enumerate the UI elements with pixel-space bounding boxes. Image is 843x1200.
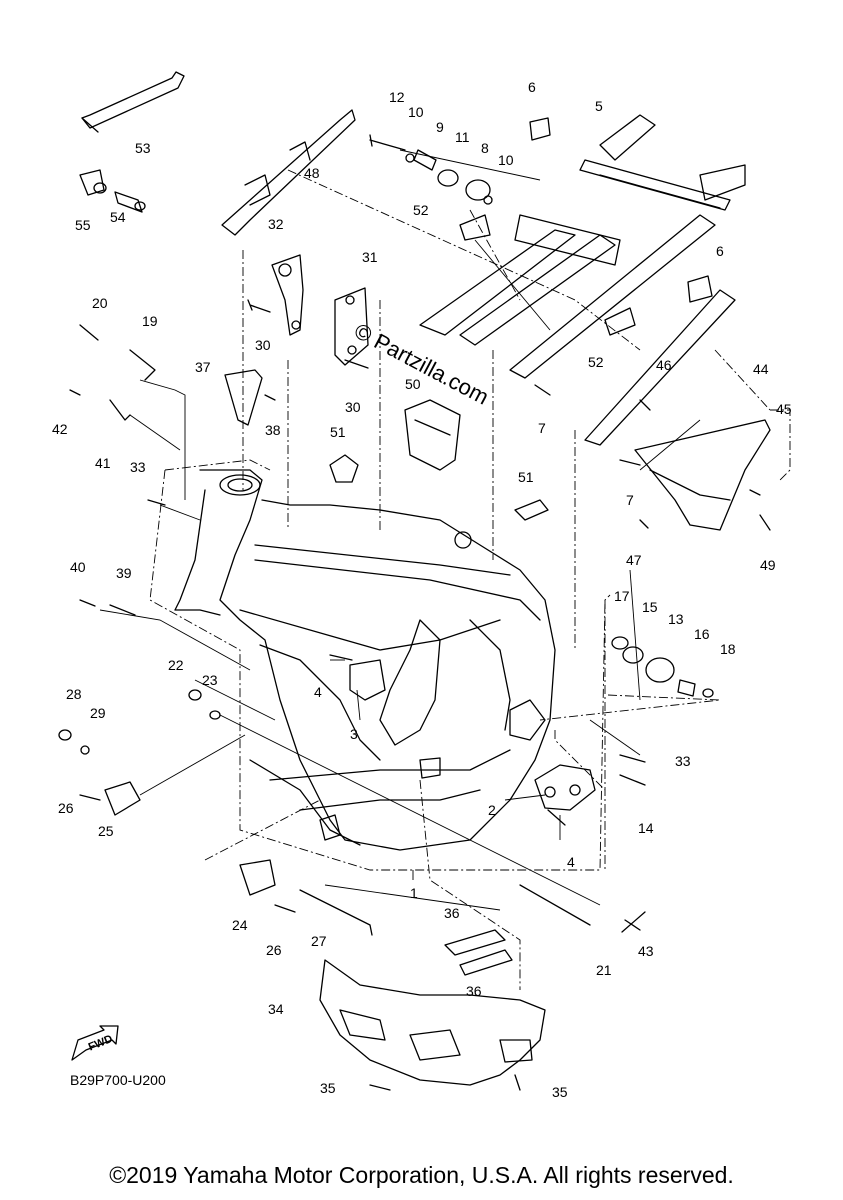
- callout: 19: [142, 313, 158, 329]
- callout: 40: [70, 559, 86, 575]
- callout: 28: [66, 686, 82, 702]
- callout: 35: [320, 1080, 336, 1096]
- callout: 14: [638, 820, 654, 836]
- callout: 38: [265, 422, 281, 438]
- copyright-notice: ©2019 Yamaha Motor Corporation, U.S.A. A…: [109, 1162, 734, 1188]
- callout: 24: [232, 917, 248, 933]
- part-51-clip: [329, 454, 549, 521]
- part-13-14-17-bushings: [611, 636, 714, 698]
- callout: 10: [498, 152, 514, 168]
- dashed-reference-lines: [149, 169, 791, 990]
- callout: 12: [389, 89, 405, 105]
- callout: 52: [413, 202, 429, 218]
- callout: 51: [518, 469, 534, 485]
- callout: 16: [694, 626, 710, 642]
- callout: 54: [110, 209, 126, 225]
- callout: 36: [466, 983, 482, 999]
- callout: 2: [488, 802, 496, 818]
- callout: 11: [455, 129, 470, 145]
- callout: 31: [362, 249, 378, 265]
- callout: 15: [642, 599, 658, 615]
- callout: 20: [92, 295, 108, 311]
- callout: 51: [330, 424, 346, 440]
- callout: 42: [52, 421, 68, 437]
- callout: 4: [314, 684, 322, 700]
- callout: 21: [596, 962, 612, 978]
- callout: 8: [481, 140, 489, 156]
- part-44-side-cover: [634, 419, 771, 531]
- callout: 9: [436, 119, 444, 135]
- part-53-tool: [81, 71, 185, 133]
- callout: 33: [675, 753, 691, 769]
- callout: 7: [538, 420, 546, 436]
- callout: 43: [638, 943, 654, 959]
- callout: 33: [130, 459, 146, 475]
- callout: 52: [588, 354, 604, 370]
- callout: 7: [626, 492, 634, 508]
- callout: 26: [266, 942, 282, 958]
- diagram-code: B29P700-U200: [70, 1072, 166, 1088]
- callout: 4: [567, 854, 575, 870]
- callout: 30: [345, 399, 361, 415]
- callout: 45: [776, 401, 792, 417]
- callout-labels: 12 10 9 11 8 10 6 5 6 53 48 55 54 52 32 …: [52, 79, 792, 1100]
- part-55-axle-pin: [79, 169, 107, 196]
- callout: 39: [116, 565, 132, 581]
- callout: 50: [405, 376, 421, 392]
- part-37-bracket: [224, 369, 263, 426]
- part-32-bracket: [271, 254, 304, 336]
- callout: 6: [528, 79, 536, 95]
- part-6-label: [529, 117, 713, 303]
- bolts: [58, 134, 771, 1091]
- callout: 37: [195, 359, 211, 375]
- leader-lines: [99, 149, 701, 911]
- callout: 26: [58, 800, 74, 816]
- part-34-skid-plate: [319, 959, 546, 1086]
- callout: 36: [444, 905, 460, 921]
- part-49-chain-guide: [221, 109, 356, 236]
- callout: 23: [202, 672, 218, 688]
- callout: 3: [350, 726, 358, 742]
- part-50-cover: [404, 399, 461, 471]
- callout: 5: [595, 98, 603, 114]
- main-frame: [174, 469, 556, 851]
- callout: 10: [408, 104, 424, 120]
- callout: 46: [656, 357, 672, 373]
- part-31-bracket: [334, 287, 369, 366]
- part-36-pads: [444, 929, 513, 976]
- callout: 48: [304, 165, 320, 181]
- callout: 25: [98, 823, 114, 839]
- callout: 55: [75, 217, 91, 233]
- callout: 22: [168, 657, 184, 673]
- callout: 32: [268, 216, 284, 232]
- callout: 49: [760, 557, 776, 573]
- callout: 41: [95, 455, 111, 471]
- callout: 6: [716, 243, 724, 259]
- part-3-bracket: [349, 659, 386, 701]
- callout: 47: [626, 552, 642, 568]
- fwd-arrow-icon: FWD: [71, 1025, 119, 1061]
- part-54-pin: [114, 191, 146, 213]
- callout: 34: [268, 1001, 284, 1017]
- callout: 1: [410, 885, 418, 901]
- callout: 29: [90, 705, 106, 721]
- callout: 17: [614, 588, 630, 604]
- part-2-bracket: [534, 764, 596, 811]
- callout: 27: [311, 933, 327, 949]
- callout: 13: [668, 611, 684, 627]
- callout: 30: [255, 337, 271, 353]
- callout: 53: [135, 140, 151, 156]
- part-52-clamp: [459, 214, 636, 336]
- callout: 18: [720, 641, 736, 657]
- part-5-rear-frame: [419, 114, 746, 446]
- part-24-25-plates: [104, 781, 276, 896]
- callout: 35: [552, 1084, 568, 1100]
- callout: 44: [753, 361, 769, 377]
